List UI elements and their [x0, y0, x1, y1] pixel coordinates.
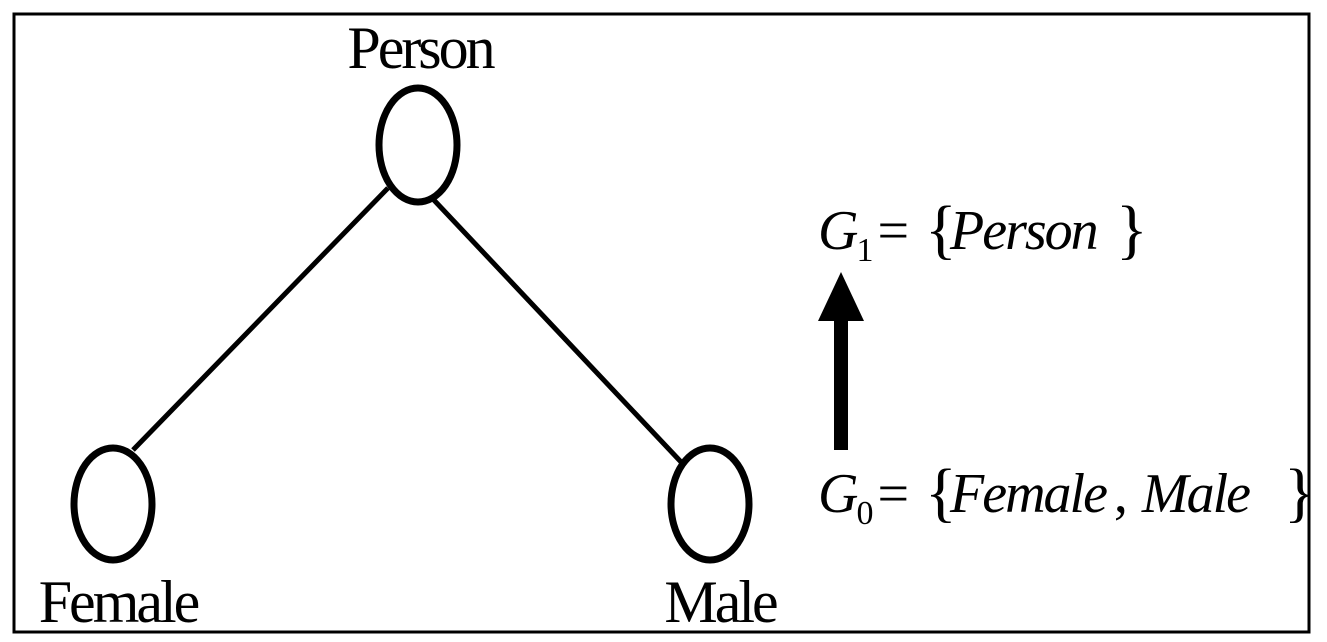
node-male — [667, 444, 753, 564]
svg-text:Female,Male: Female,Male — [949, 463, 1250, 525]
formula-g0-equals: = — [877, 463, 909, 525]
formula-g0-separator: , — [1114, 463, 1128, 525]
formula-g1-close-brace: } — [1116, 193, 1148, 266]
node-person — [375, 84, 461, 206]
edge-person-male — [430, 196, 684, 465]
formula-g1-equals: = — [877, 200, 909, 262]
formula-g0-member-male: Male — [1141, 463, 1250, 525]
node-label-male: Male — [664, 569, 777, 635]
arrow-head-icon — [818, 272, 864, 321]
svg-text:G1=: G1= — [818, 200, 909, 269]
edge-person-female — [131, 186, 390, 452]
formula-g0-subscript: 0 — [856, 495, 873, 532]
formula-g1-subscript: 1 — [856, 232, 873, 269]
formula-g1-symbol: G — [818, 200, 858, 262]
node-female — [70, 444, 156, 564]
svg-text:G0=: G0= — [818, 463, 909, 532]
node-label-female: Female — [39, 569, 199, 635]
diagram-frame — [12, 12, 1311, 634]
formula-g0-member-female: Female — [949, 463, 1107, 525]
formula-g1-members: Person — [949, 200, 1097, 262]
formula-g0-symbol: G — [818, 463, 858, 525]
formula-g0-open-brace: { — [925, 456, 957, 529]
node-label-person: Person — [347, 15, 495, 81]
svg-text:Person: Person — [949, 200, 1097, 262]
arrow-shaft — [834, 318, 848, 450]
formula-g1-open-brace: { — [925, 193, 957, 266]
formula-g1: G1= { Person } — [818, 193, 1148, 269]
formula-g0-close-brace: } — [1284, 456, 1316, 529]
formula-g0: G0= { Female,Male } — [818, 456, 1316, 532]
